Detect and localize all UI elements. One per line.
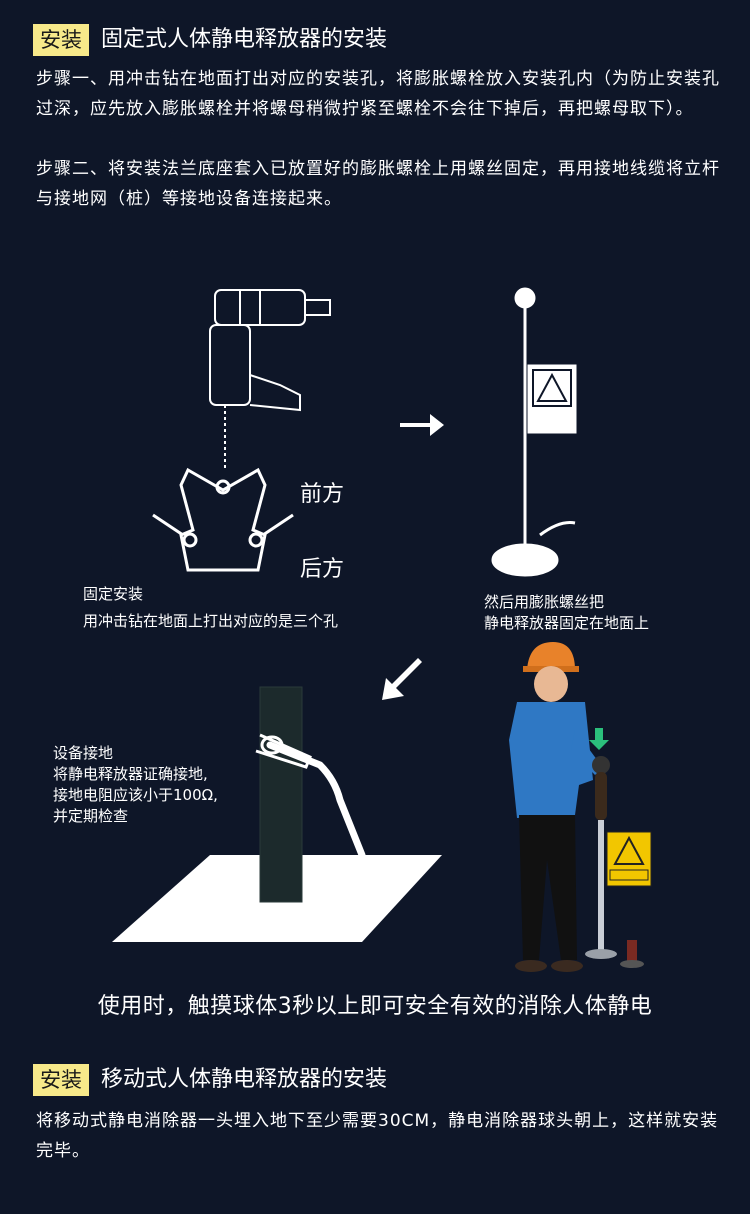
section2-text: 将移动式静电消除器一头埋入地下至少需要30CM，静电消除器球头朝上，这样就安装完… (36, 1111, 719, 1161)
caption3-line2: 将静电释放器证确接地, (53, 765, 208, 783)
pole-icon (491, 287, 577, 577)
grounding-plate-icon (112, 686, 442, 942)
front-label: 前方 (300, 482, 345, 507)
caption1: 固定安装 用冲击钻在地面上打出对应的是三个孔 (83, 584, 338, 632)
caption2-line1: 然后用膨胀螺丝把 (484, 593, 605, 611)
section1-header: 安装 固定式人体静电释放器的安装 (33, 24, 387, 56)
caption3: 设备接地 将静电释放器证确接地, 接地电阻应该小于100Ω, 并定期检查 (53, 743, 218, 827)
worker-icon (509, 642, 652, 972)
step1-text: 步骤一、用冲击钻在地面打出对应的安装孔，将膨胀螺栓放入安装孔内（为防止安装孔过深… (36, 69, 720, 119)
warning-sign-icon (527, 364, 577, 434)
caption2-line2: 静电释放器固定在地面上 (484, 614, 650, 632)
caption1-line2: 用冲击钻在地面上打出对应的是三个孔 (83, 612, 339, 630)
section2-header: 安装 移动式人体静电释放器的安装 (33, 1064, 387, 1096)
caption3-line3: 接地电阻应该小于100Ω, (53, 786, 218, 804)
section2-tag: 安装 (33, 1064, 89, 1096)
section1-title: 固定式人体静电释放器的安装 (101, 27, 388, 52)
caption2: 然后用膨胀螺丝把 静电释放器固定在地面上 (484, 592, 649, 634)
usage-note: 使用时，触摸球体3秒以上即可安全有效的消除人体静电 (97, 994, 653, 1019)
caption3-line4: 并定期检查 (53, 807, 129, 825)
arrow-right-icon (400, 414, 444, 436)
section1-tag: 安装 (33, 24, 89, 56)
drill-icon (209, 289, 331, 470)
section2-title: 移动式人体静电释放器的安装 (101, 1067, 388, 1092)
caption3-line1: 设备接地 (53, 744, 114, 762)
worker-warning-sign-icon (606, 831, 652, 887)
mounting-base-icon (152, 467, 294, 572)
caption1-line1: 固定安装 (83, 585, 144, 603)
back-label: 后方 (300, 557, 345, 582)
step2-text: 步骤二、将安装法兰底座套入已放置好的膨胀螺栓上用螺丝固定，再用接地线缆将立杆与接… (36, 159, 720, 209)
arrow-down-left-icon (382, 658, 422, 700)
